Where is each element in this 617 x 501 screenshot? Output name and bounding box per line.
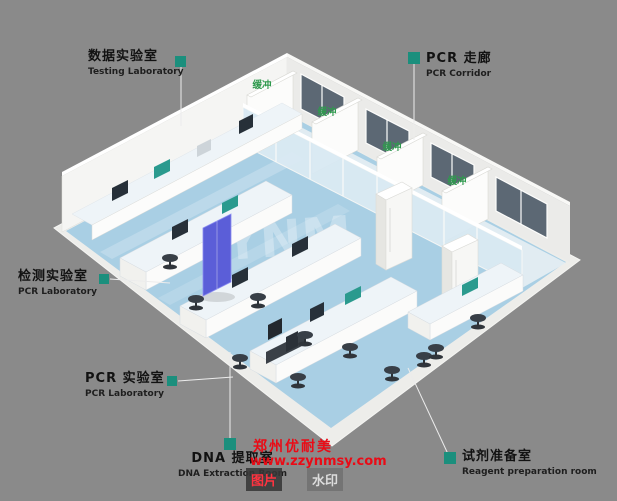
analyzer-teal (222, 195, 238, 214)
callout-pcr-corridor: PCR 走廊 PCR Corridor (426, 51, 492, 79)
monitor (239, 114, 253, 134)
callout-pcr-corridor-en: PCR Corridor (426, 68, 492, 79)
watermark-tag-mark: 水印 (307, 468, 344, 491)
buffer-label: 缓冲 (252, 79, 272, 91)
callout-testing-lab: 数据实验室 Testing Laboratory (88, 49, 184, 77)
monitor (112, 180, 128, 201)
marker-detection-lab (99, 274, 109, 284)
callout-pcr-lab: PCR 实验室 PCR Laboratory (85, 371, 165, 399)
callout-reagent-prep-en: Reagent preparation room (462, 466, 597, 477)
callout-pcr-corridor-zh: PCR 走廊 (426, 51, 492, 66)
marker-pcr-corridor (408, 52, 420, 64)
marker-dna (224, 438, 236, 450)
stool (188, 295, 204, 311)
lab-bench (179, 223, 362, 339)
callout-detection-lab-en: PCR Laboratory (18, 286, 98, 297)
buffer-wall-top (311, 97, 363, 125)
callout-testing-lab-zh: 数据实验室 (88, 49, 159, 64)
callout-pcr-lab-en: PCR Laboratory (85, 388, 165, 399)
stool (342, 343, 358, 359)
callout-leader-lines (109, 64, 449, 455)
callout-markers (99, 52, 456, 464)
leader-detection-lab (109, 278, 171, 284)
watermark-tag-image: 图片 (246, 468, 283, 491)
leader-pcr-lab (177, 376, 234, 382)
callout-dna-extraction-en: DNA Extraction Room (178, 468, 287, 479)
buffer-room-labels: 缓冲 缓冲 缓冲 缓冲 (252, 79, 467, 187)
stool (250, 293, 266, 309)
callout-reagent-prep: 试剂准备室 Reagent preparation room (462, 449, 597, 477)
callout-reagent-prep-zh: 试剂准备室 (462, 449, 533, 464)
stool (470, 314, 486, 330)
analyzer-teal (462, 277, 478, 296)
buffer-label: 缓冲 (447, 175, 467, 187)
stool (384, 366, 400, 382)
marker-reagent (444, 452, 456, 464)
callout-pcr-lab-zh: PCR 实验室 (85, 371, 165, 386)
watermark-url: www.zzynmsy.com (250, 454, 387, 469)
buffer-wall-top (441, 166, 493, 194)
stool (416, 352, 432, 368)
callout-dna-extraction: DNA 提取室 DNA Extraction Room (170, 451, 295, 479)
lab-stools (162, 254, 486, 389)
buffer-label: 缓冲 (382, 141, 402, 153)
instrument-station (266, 318, 304, 364)
monitor (292, 236, 308, 257)
callout-detection-lab-zh: 检测实验室 (18, 269, 89, 284)
watermark-company-name: 郑州优耐美 (253, 439, 333, 455)
stool (232, 354, 248, 370)
buffer-label: 缓冲 (317, 106, 337, 118)
marker-pcr-lab (167, 376, 177, 386)
monitor (310, 302, 324, 322)
bench-equipment (112, 114, 478, 322)
callout-testing-lab-en: Testing Laboratory (88, 66, 184, 77)
buffer-wall-top (246, 70, 298, 98)
stool (162, 254, 178, 270)
analyzer-teal (154, 159, 170, 179)
window-mullions (321, 85, 522, 224)
stool (297, 331, 313, 347)
stool (290, 373, 306, 389)
callout-dna-extraction-zh: DNA 提取室 (191, 451, 274, 466)
analyzer-teal (345, 286, 361, 305)
purple-door-panel (199, 213, 235, 302)
marker-testing-lab (175, 56, 186, 67)
leader-reagent (407, 367, 449, 455)
lab-fridge (375, 181, 413, 271)
stool (428, 344, 444, 360)
wall-counter (71, 102, 303, 241)
instrument-box (197, 139, 211, 157)
callout-detection-lab: 检测实验室 PCR Laboratory (18, 269, 98, 297)
monitor (232, 267, 248, 288)
monitor (172, 219, 188, 240)
